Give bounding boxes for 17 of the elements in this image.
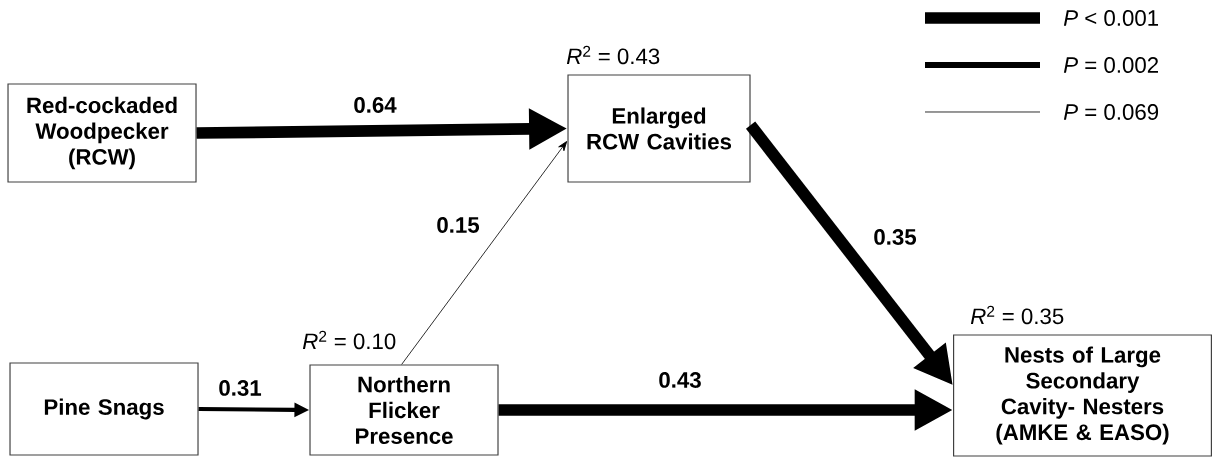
arrow [401,141,568,365]
path-box: Pine Snags [9,362,199,456]
edge-label: 0.43 [657,370,703,390]
legend-label: P = 0.002 [1063,57,1158,73]
path-box: Nests of Large Secondary Cavity- Nesters (AMKE & EASO) [953,334,1212,457]
r-squared-label: R$^{2}$ = 0.43 [566,45,660,65]
edge-label: 0.64 [352,95,398,115]
path-box: Red-cockaded Woodpecker (RCW) [7,83,197,183]
r-squared-label: R$^{2}$ = 0.35 [970,305,1064,325]
path-box: Northern Flicker Presence [309,364,499,456]
path-box: Enlarged RCW Cavities [567,74,751,183]
r-squared-label: R$^{2}$ = 0.10 [302,330,396,350]
legend-label: P < 0.001 [1063,10,1158,26]
edge-label: 0.35 [872,227,918,247]
edge-label: 0.31 [217,378,263,398]
legend-label: P = 0.069 [1063,104,1159,120]
edge-label: 0.15 [435,215,481,235]
